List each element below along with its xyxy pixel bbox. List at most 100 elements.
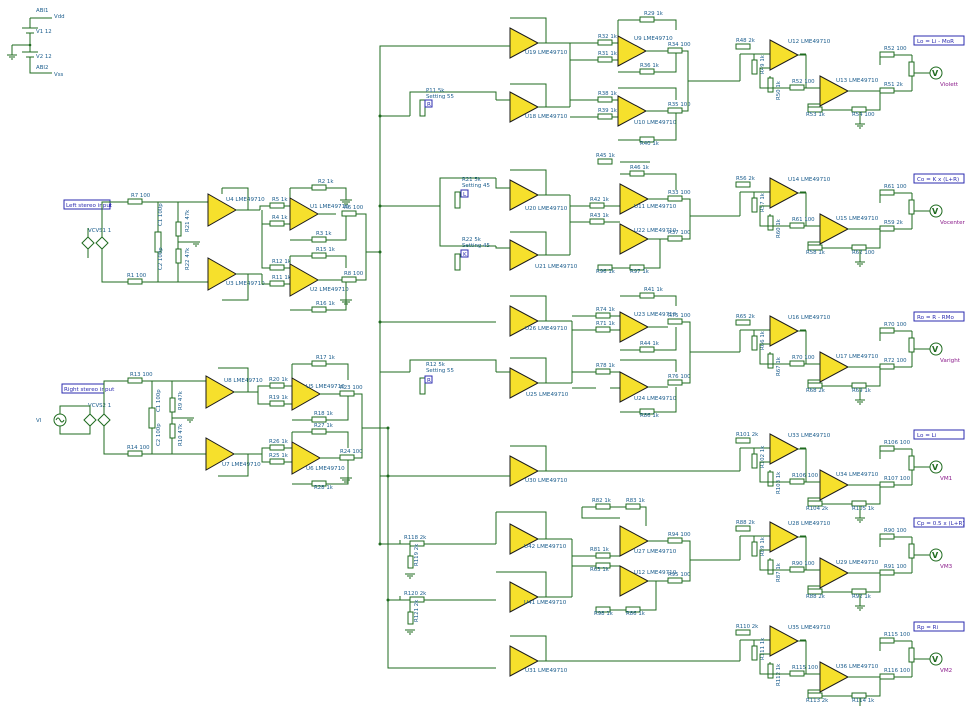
out-r-b: R102 1k [760, 445, 766, 468]
vss-label: Vss [54, 72, 63, 78]
m5-r118: R118 2k [404, 535, 427, 541]
out-r-b: R57 1k [760, 192, 766, 212]
out-amp-a: U28 LME49710 [788, 521, 831, 527]
out-r-g: R106 100 [884, 440, 911, 446]
pot3-name: R22 5k [462, 237, 482, 243]
r7-label: R7 100 [131, 193, 151, 199]
out-r-e: R113 2k [806, 698, 829, 704]
r27-label: R27 1k [314, 423, 334, 429]
output-name: VM2 [940, 668, 952, 674]
r21-label: R21 47k [185, 209, 191, 232]
pot2-setting: Setting 45 [462, 183, 490, 189]
m3-a: U23 LME49710 [634, 312, 677, 318]
voltmeter-glyph: V [932, 345, 939, 354]
m2-r45: R45 1k [596, 153, 616, 159]
out-amp-b: U13 LME49710 [836, 78, 879, 84]
r23-label: R23 100 [340, 385, 363, 391]
output-formula: Rp = Ri [917, 625, 939, 631]
r11-label: R11 1k [272, 275, 292, 281]
signal-bus [372, 45, 496, 669]
m5-r86b: R86 1k [626, 611, 646, 617]
out-amp-b: U29 LME49710 [836, 560, 879, 566]
u8-label: U8 LME49710 [224, 378, 263, 384]
r16-label: R16 1k [316, 301, 336, 307]
out-amp-a: U33 LME49710 [788, 433, 831, 439]
m2-r42: R42 1k [590, 197, 610, 203]
r12-label: R12 1k [272, 259, 292, 265]
pot4-name: R12 5k [426, 362, 446, 368]
vi-label: VI [36, 418, 42, 424]
m2-r97: R97 1k [630, 269, 650, 275]
m1-r31: R31 1k [598, 51, 618, 57]
pot3-key: K [463, 252, 467, 258]
out-r-g: R52 100 [884, 46, 907, 52]
pot4-setting: Setting 55 [426, 368, 454, 374]
voltmeter-glyph: V [932, 207, 939, 216]
m5-b: U12 LME49710 [634, 570, 677, 576]
r15-label: R15 1k [316, 247, 336, 253]
m3-r76: R76 100 [668, 374, 691, 380]
out-r-g: R70 100 [884, 322, 907, 328]
output-formula-box [913, 517, 965, 528]
m5-buf2: U41 LME49710 [524, 600, 567, 606]
mid-stage-4: U30 LME49710 [496, 445, 720, 487]
out-r-f: R62 100 [852, 250, 875, 256]
out-r-d: R52 100 [792, 79, 815, 85]
m1-b: U10 LME49710 [634, 120, 677, 126]
out-r-d: R106 100 [792, 473, 819, 479]
m4-buf: U30 LME49710 [525, 478, 568, 484]
output-formula: Co = K x (L+R) [917, 177, 959, 183]
pot1-setting: Setting 55 [426, 94, 454, 100]
out-amp-a: U14 LME49710 [788, 177, 831, 183]
mid-stage-5: R118 2k R119 2k R120 2k R121 2k U42 LME4… [399, 498, 720, 635]
out-r-f: R92 1k [852, 594, 872, 600]
out-r-h: R72 100 [884, 358, 907, 364]
c1-label: C1 100p [158, 203, 164, 226]
r28-label: R28 1k [314, 485, 334, 491]
m1-buf2: U18 LME49710 [525, 114, 568, 120]
rb-label: R9 47k [178, 390, 184, 410]
power-supply: ABI1 Vdd V1 12 V2 12 ABI2 Vss [7, 8, 65, 78]
output-formula: Ro = R - RMo [917, 315, 954, 321]
out-r-h: R51 2k [884, 82, 904, 88]
output-formula-box [913, 429, 965, 440]
r8-label: R8 100 [344, 271, 364, 277]
u7-label: U7 LME49710 [222, 462, 261, 468]
out-r-f: R105 1k [852, 506, 875, 512]
m2-r37: R37 100 [668, 230, 691, 236]
v1-label: V1 12 [36, 29, 52, 35]
m5-r119: R119 2k [414, 543, 420, 566]
u4-label: U4 LME49710 [226, 197, 265, 203]
m1-buf: U19 LME49710 [525, 50, 568, 56]
m1-r38: R38 1k [598, 91, 618, 97]
out-r-e: R88 2k [806, 594, 826, 600]
out-r-a: R110 2k [736, 624, 759, 630]
voltmeter-icon [929, 460, 943, 474]
m1-r40: R40 1k [640, 141, 660, 147]
output-formula: Lo = Li [917, 433, 937, 439]
out-r-d: R115 100 [792, 665, 819, 671]
voltmeter-glyph: V [932, 463, 939, 472]
output-name: VM3 [940, 564, 953, 570]
c22-label: C2 100p [156, 423, 162, 446]
out-r-e: R58 1k [806, 250, 826, 256]
m3-buf: U26 LME49710 [525, 326, 568, 332]
out-r-c: R67 1k [776, 356, 782, 376]
m5-buf: U42 LME49710 [524, 544, 567, 550]
out-r-d: R70 100 [792, 355, 815, 361]
m3-r86: R86 1k [640, 413, 660, 419]
right-input-stage: Right stereo input VCVS2 1 VI R13 100 R1… [36, 355, 372, 491]
voltmeter-icon [929, 342, 943, 356]
out-r-g: R61 100 [884, 184, 907, 190]
out-r-b: R66 1k [760, 330, 766, 350]
out-r-b: R111 1k [760, 637, 766, 660]
c11-label: C1 100p [156, 389, 162, 412]
out-amp-b: U36 LME49710 [836, 664, 879, 670]
mid-stage-3: U26 LME49710 U25 LME49710 R74 1k R71 1k … [496, 287, 720, 419]
ra-label: R10 47k [178, 423, 184, 446]
pot2-key: L [463, 192, 467, 198]
